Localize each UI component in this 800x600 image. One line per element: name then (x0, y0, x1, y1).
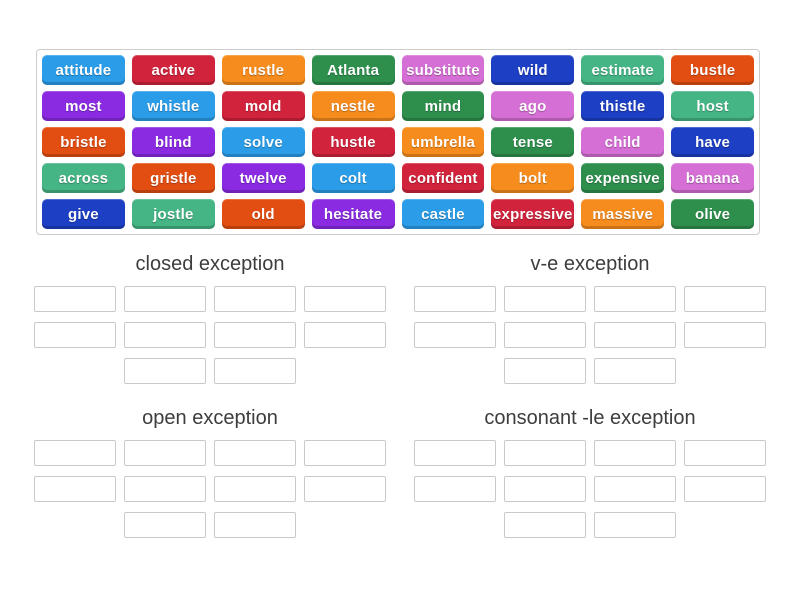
word-tile[interactable]: old (221, 199, 305, 229)
word-tile[interactable]: Atlanta (311, 55, 395, 85)
word-tile[interactable]: host (671, 91, 754, 121)
answer-slot[interactable] (304, 440, 386, 466)
group-title: consonant -le exception (484, 407, 696, 429)
group-slots (414, 440, 766, 538)
word-tile[interactable]: wild (491, 55, 575, 85)
answer-slot[interactable] (504, 286, 586, 312)
answer-slot[interactable] (684, 322, 766, 348)
word-tile[interactable]: substitute (401, 55, 485, 85)
word-tile[interactable]: thistle (581, 91, 665, 121)
word-tile[interactable]: expensive (581, 163, 665, 193)
word-tile[interactable]: solve (221, 127, 305, 157)
word-tile[interactable]: bristle (42, 127, 125, 157)
answer-slot[interactable] (214, 476, 296, 502)
answer-slot[interactable] (594, 286, 676, 312)
word-tile[interactable]: whistle (131, 91, 215, 121)
answer-slot[interactable] (414, 476, 496, 502)
answer-slot[interactable] (214, 322, 296, 348)
word-tile[interactable]: mind (401, 91, 485, 121)
word-tile[interactable]: expressive (491, 199, 575, 229)
group-closed-exception: closed exception (34, 250, 386, 384)
word-tile[interactable]: banana (671, 163, 754, 193)
answer-slot[interactable] (34, 440, 116, 466)
word-tile[interactable]: bustle (671, 55, 754, 85)
word-tile[interactable]: confident (401, 163, 485, 193)
answer-slot[interactable] (504, 440, 586, 466)
answer-slot[interactable] (34, 286, 116, 312)
word-tile[interactable]: rustle (221, 55, 305, 85)
word-tile[interactable]: twelve (221, 163, 305, 193)
answer-slot[interactable] (124, 322, 206, 348)
word-tile[interactable]: olive (671, 199, 754, 229)
group-title: open exception (142, 407, 278, 429)
word-tile[interactable]: have (671, 127, 754, 157)
word-tile[interactable]: active (131, 55, 215, 85)
answer-slot[interactable] (594, 476, 676, 502)
group-slots (414, 286, 766, 384)
word-tile[interactable]: mold (221, 91, 305, 121)
answer-slot[interactable] (34, 322, 116, 348)
answer-slot[interactable] (214, 440, 296, 466)
answer-slot[interactable] (414, 440, 496, 466)
answer-slot[interactable] (684, 476, 766, 502)
answer-slot[interactable] (594, 358, 676, 384)
answer-slot[interactable] (124, 440, 206, 466)
answer-slot[interactable] (124, 476, 206, 502)
answer-slot[interactable] (214, 358, 296, 384)
word-tile[interactable]: hesitate (311, 199, 395, 229)
group-open-exception: open exception (34, 404, 386, 538)
word-tile[interactable]: nestle (311, 91, 395, 121)
group-title: v-e exception (530, 253, 650, 275)
group-title: closed exception (135, 253, 285, 275)
answer-slot[interactable] (34, 476, 116, 502)
answer-slot[interactable] (504, 358, 586, 384)
answer-slot[interactable] (504, 322, 586, 348)
word-tile[interactable]: hustle (311, 127, 395, 157)
answer-slot[interactable] (304, 476, 386, 502)
answer-groups: closed exception v-e exception open exce… (34, 250, 766, 538)
answer-slot[interactable] (214, 286, 296, 312)
answer-slot[interactable] (414, 322, 496, 348)
word-tile[interactable]: bolt (491, 163, 575, 193)
word-tile[interactable]: tense (491, 127, 575, 157)
answer-slot[interactable] (684, 440, 766, 466)
word-tile[interactable]: attitude (42, 55, 125, 85)
answer-slot[interactable] (414, 286, 496, 312)
word-tile[interactable]: estimate (581, 55, 665, 85)
answer-slot[interactable] (304, 286, 386, 312)
word-tile[interactable]: colt (311, 163, 395, 193)
word-tile[interactable]: umbrella (401, 127, 485, 157)
answer-slot[interactable] (304, 322, 386, 348)
answer-slot[interactable] (684, 286, 766, 312)
word-tile[interactable]: gristle (131, 163, 215, 193)
group-slots (34, 440, 386, 538)
answer-slot[interactable] (124, 512, 206, 538)
word-tile[interactable]: child (581, 127, 665, 157)
group-consonant-le-exception: consonant -le exception (414, 404, 766, 538)
answer-slot[interactable] (124, 286, 206, 312)
answer-slot[interactable] (594, 512, 676, 538)
word-tile[interactable]: ago (491, 91, 575, 121)
answer-slot[interactable] (124, 358, 206, 384)
word-tile[interactable]: blind (131, 127, 215, 157)
word-tile[interactable]: most (42, 91, 125, 121)
word-tile[interactable]: massive (581, 199, 665, 229)
answer-slot[interactable] (594, 440, 676, 466)
answer-slot[interactable] (594, 322, 676, 348)
word-tile[interactable]: across (42, 163, 125, 193)
group-ve-exception: v-e exception (414, 250, 766, 384)
word-tile[interactable]: jostle (131, 199, 215, 229)
answer-slot[interactable] (504, 512, 586, 538)
word-tile[interactable]: castle (401, 199, 485, 229)
answer-slot[interactable] (504, 476, 586, 502)
answer-slot[interactable] (214, 512, 296, 538)
group-slots (34, 286, 386, 384)
word-tile[interactable]: give (42, 199, 125, 229)
